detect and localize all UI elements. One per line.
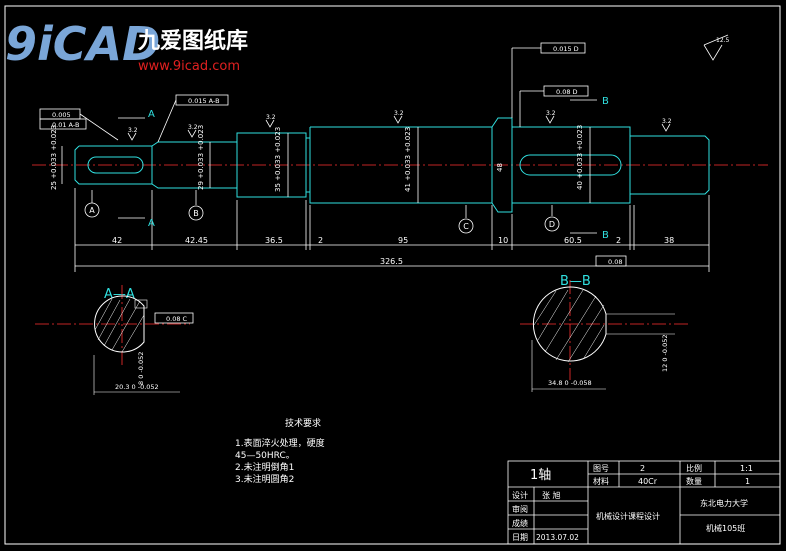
dia-2: 29 +0.033 +0.023 xyxy=(197,125,205,190)
diameter-dim-lines xyxy=(61,127,591,203)
dim-total: 326.5 xyxy=(380,257,403,266)
sec-a-dim-1: 8 0 -0.052 xyxy=(137,352,145,385)
rough-2: 3.2 xyxy=(188,124,198,131)
tol-runout-top: 0.015 D xyxy=(553,45,579,53)
tol-sym-key2: 0.08 xyxy=(608,258,622,266)
dim-l4: 2 xyxy=(318,236,323,245)
sec-b-dim-2: 34.8 0 -0.058 xyxy=(548,379,592,387)
sec-b-dim-1: 12 0 -0.052 xyxy=(661,335,669,373)
horizontal-dimensions: 42 42.45 36.5 2 95 10 60.5 2 38 326.5 xyxy=(112,236,674,266)
tol-runout-a-ref: 0.01 A-B xyxy=(52,121,79,129)
tb-scale: 1:1 xyxy=(740,464,753,473)
rough-4: 3.2 xyxy=(394,110,404,117)
dim-l1: 42 xyxy=(112,236,122,245)
logo-url: www.9icad.com xyxy=(138,59,240,74)
tol-runout-a: 0.005 xyxy=(52,111,71,119)
datum-c: C xyxy=(463,222,469,231)
dim-l6: 10 xyxy=(498,236,508,245)
sec-a-dim-2: 20.3 0 -0.052 xyxy=(115,383,159,391)
technical-notes: 技术要求 1.表面淬火处理，硬度 45—50HRC。 2.未注明倒角1 3.未注… xyxy=(235,417,325,485)
dia-6: 40 +0.033 +0.023 xyxy=(576,125,584,190)
notes-title: 技术要求 xyxy=(285,417,321,429)
dia-4: 41 +0.033 +0.023 xyxy=(404,127,412,192)
label-b-bottom: B xyxy=(602,230,609,241)
tolerance-frames xyxy=(39,42,627,324)
dia-5: 48 xyxy=(496,163,504,172)
datum-a: A xyxy=(89,206,95,215)
tb-part: 1轴 xyxy=(530,468,551,483)
tb-drawing-no-label: 图号 xyxy=(593,464,609,473)
drawing-frame xyxy=(4,5,781,545)
tb-qty: 1 xyxy=(745,477,750,486)
tb-date: 2013.07.02 xyxy=(536,533,579,542)
note-line-2: 45—50HRC。 xyxy=(235,451,295,461)
section-a-a: A—A 8 0 -0.052 20.3 0 -0.052 xyxy=(35,285,190,395)
label-a-bottom: A xyxy=(148,218,155,229)
roughness-symbols xyxy=(127,34,729,141)
tb-review-label: 审阅 xyxy=(512,504,528,514)
tb-drawing-no: 2 xyxy=(640,464,645,473)
datum-letters: A B C D xyxy=(89,206,555,231)
section-letters: A A B B xyxy=(148,96,609,241)
diameter-dimensions: 25 +0.033 +0.023 29 +0.033 +0.023 35 +0.… xyxy=(50,125,584,192)
rough-1: 3.2 xyxy=(128,127,138,134)
tb-school: 东北电力大学 xyxy=(700,498,748,508)
label-a-top: A xyxy=(148,109,155,120)
datum-d: D xyxy=(549,220,555,229)
tb-date-label: 日期 xyxy=(512,533,528,542)
dim-l2: 42.45 xyxy=(185,236,208,245)
tol-runout-b: 0.015 A-B xyxy=(188,97,220,105)
tb-qty-label: 数量 xyxy=(686,476,702,486)
tb-class: 机械105班 xyxy=(706,523,745,533)
tb-course: 机械设计课程设计 xyxy=(596,511,660,521)
tb-designer: 张 旭 xyxy=(542,490,561,500)
note-line-4: 3.未注明圆角2 xyxy=(235,473,294,485)
watermark-logo: 9iCAD 九爱图纸库 www.9icad.com xyxy=(5,17,248,74)
rough-6: 3.2 xyxy=(662,118,672,125)
dia-3: 35 +0.033 +0.023 xyxy=(274,127,282,192)
dim-l5: 95 xyxy=(398,236,408,245)
tb-material-label: 材料 xyxy=(593,476,609,486)
dim-l7: 60.5 xyxy=(564,236,582,245)
tolerance-values: 0.005 0.01 A-B 0.015 A-B 0.015 D 0.08 D … xyxy=(52,45,622,323)
label-b-top: B xyxy=(602,96,609,107)
dim-l8: 2 xyxy=(616,236,621,245)
note-line-1: 1.表面淬火处理，硬度 xyxy=(235,437,325,449)
tb-design-label: 设计 xyxy=(512,490,528,500)
roughness-values: 12.5 3.2 3.2 3.2 3.2 3.2 3.2 xyxy=(128,37,730,134)
title-block-text: 1轴 图号 2 比例 1:1 材料 40Cr 数量 1 设计 张 旭 审阅 成绩… xyxy=(512,463,753,542)
logo-glyph: 9iCAD xyxy=(5,17,160,71)
dia-1: 25 +0.033 +0.023 xyxy=(50,125,58,190)
shaft-outline xyxy=(74,117,710,213)
dim-l9: 38 xyxy=(664,236,674,245)
title-block xyxy=(507,460,781,545)
tb-material: 40Cr xyxy=(638,477,658,486)
section-marks xyxy=(84,99,597,234)
note-line-3: 2.未注明倒角1 xyxy=(235,461,294,473)
tb-grade-label: 成绩 xyxy=(512,518,528,528)
dim-l3: 36.5 xyxy=(265,236,283,245)
section-b-title: B—B xyxy=(560,274,591,289)
tol-sym-section: 0.08 C xyxy=(166,315,188,323)
logo-name: 九爱图纸库 xyxy=(137,28,248,54)
rough-general: 12.5 xyxy=(716,37,730,44)
tol-sym-key1: 0.08 D xyxy=(556,88,578,96)
datum-b: B xyxy=(193,209,199,218)
rough-5: 3.2 xyxy=(546,110,556,117)
rough-3: 3.2 xyxy=(266,114,276,121)
section-b-b: B—B 12 0 -0.052 34.8 0 -0.058 xyxy=(520,274,690,392)
tb-scale-label: 比例 xyxy=(686,463,702,473)
